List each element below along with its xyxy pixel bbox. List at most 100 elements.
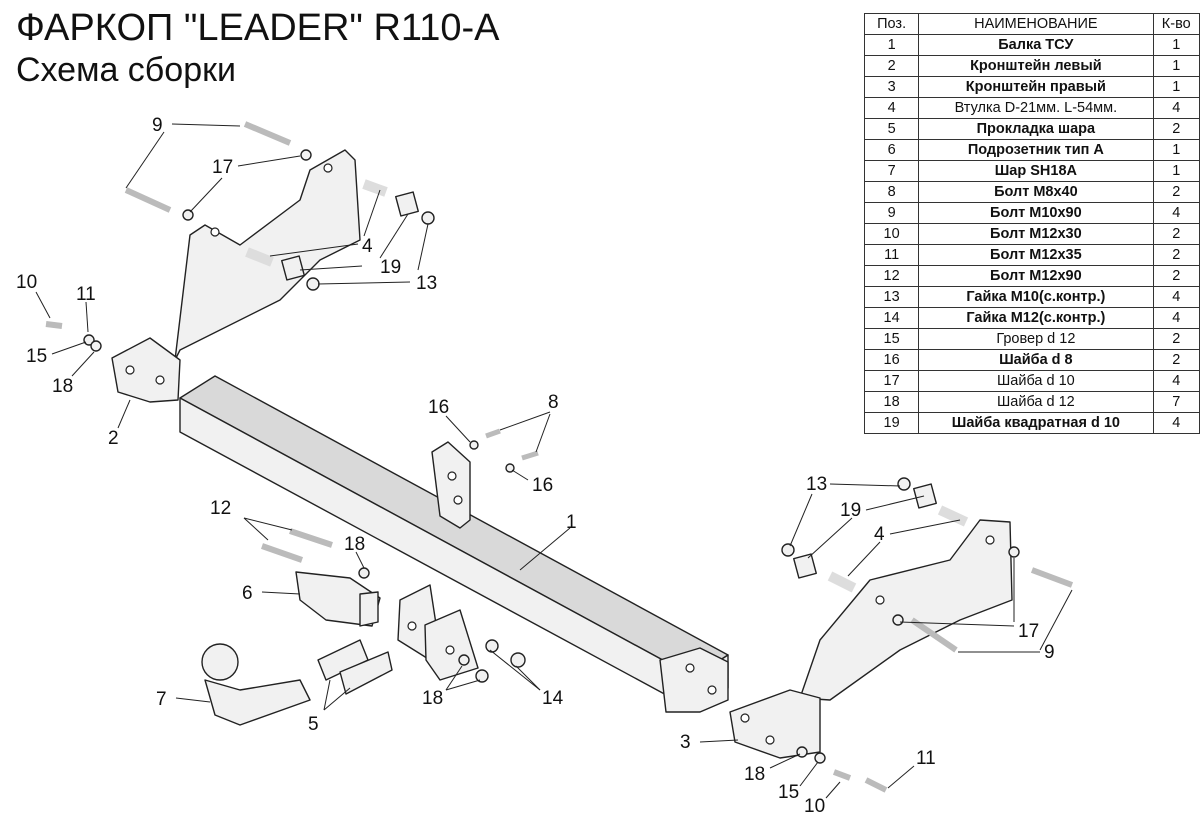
- cell-qty: 2: [1152, 265, 1200, 287]
- callout-16-top: 16: [428, 397, 449, 418]
- cell-pos: 8: [863, 181, 920, 203]
- callout-14: 14: [542, 688, 564, 709]
- callout-3: 3: [680, 732, 691, 753]
- cell-pos: 3: [863, 76, 920, 98]
- cell-qty: 2: [1152, 328, 1200, 350]
- cell-name: Болт М12х90: [918, 265, 1154, 287]
- callout-4-left: 4: [362, 236, 373, 257]
- cell-pos: 18: [863, 391, 920, 413]
- cell-pos: 9: [863, 202, 920, 224]
- header-qty: К-во: [1152, 13, 1200, 35]
- cell-qty: 4: [1152, 97, 1200, 119]
- callout-19-left: 19: [380, 257, 401, 278]
- cell-qty: 4: [1152, 202, 1200, 224]
- callout-5: 5: [308, 714, 319, 735]
- header-pos: Поз.: [863, 13, 920, 35]
- callout-12: 12: [210, 498, 231, 519]
- cell-pos: 5: [863, 118, 920, 140]
- diagram-subtitle: Схема сборки: [16, 51, 236, 89]
- cell-qty: 1: [1152, 139, 1200, 161]
- cell-pos: 13: [863, 286, 920, 308]
- beam-part: [179, 375, 729, 713]
- cell-pos: 10: [863, 223, 920, 245]
- cell-name: Шайба d 8: [918, 349, 1154, 371]
- callout-10-right: 10: [804, 796, 825, 817]
- table-header-row: Поз. НАИМЕНОВАНИЕ К-во: [863, 13, 1200, 35]
- callout-18-center: 18: [422, 688, 443, 709]
- cell-name: Гровер d 12: [918, 328, 1154, 350]
- callout-15-right: 15: [778, 782, 799, 803]
- callout-17-left: 17: [212, 157, 233, 178]
- diagram-title: ФАРКОП "LEADER" R110-A: [16, 7, 500, 49]
- cell-qty: 2: [1152, 118, 1200, 140]
- callout-labels: 9 17 4 19 13 10 11 15 18 2 16 8 16 1 12 …: [16, 115, 1055, 817]
- callout-19-right: 19: [840, 500, 861, 521]
- callout-9-left: 9: [152, 115, 163, 136]
- cell-qty: 7: [1152, 391, 1200, 413]
- cell-name: Балка ТСУ: [918, 34, 1154, 56]
- cell-qty: 4: [1152, 412, 1200, 434]
- callout-7: 7: [156, 689, 167, 710]
- right-bracket-part: [729, 519, 1013, 759]
- cell-name: Кронштейн левый: [918, 55, 1154, 77]
- cell-pos: 2: [863, 55, 920, 77]
- callout-10-left: 10: [16, 272, 37, 293]
- callout-17-right: 17: [1018, 621, 1039, 642]
- callout-8: 8: [548, 392, 559, 413]
- cell-name: Шайба d 12: [918, 391, 1154, 413]
- callout-4-right: 4: [874, 524, 885, 545]
- cell-qty: 1: [1152, 160, 1200, 182]
- cell-name: Болт М12х35: [918, 244, 1154, 266]
- callout-18-left: 18: [52, 376, 73, 397]
- callout-6: 6: [242, 583, 253, 604]
- cell-pos: 11: [863, 244, 920, 266]
- cell-pos: 6: [863, 139, 920, 161]
- cell-pos: 12: [863, 265, 920, 287]
- cell-qty: 2: [1152, 181, 1200, 203]
- ball-part: [201, 643, 311, 726]
- callout-18-right: 18: [744, 764, 765, 785]
- cell-name: Прокладка шара: [918, 118, 1154, 140]
- cell-name: Болт М12х30: [918, 223, 1154, 245]
- cell-pos: 19: [863, 412, 920, 434]
- cell-name: Втулка D-21мм. L-54мм.: [918, 97, 1154, 119]
- callout-1: 1: [566, 512, 577, 533]
- cell-pos: 4: [863, 97, 920, 119]
- callout-9-right: 9: [1044, 642, 1055, 663]
- bolts: [45, 121, 1074, 793]
- nuts-washers: [83, 149, 1020, 764]
- left-bracket-part: [111, 149, 361, 403]
- cell-qty: 4: [1152, 307, 1200, 329]
- header-name: НАИМЕНОВАНИЕ: [918, 13, 1154, 35]
- cell-name: Подрозетник тип А: [918, 139, 1154, 161]
- cell-name: Болт М8х40: [918, 181, 1154, 203]
- cell-qty: 2: [1152, 223, 1200, 245]
- callout-16-bottom: 16: [532, 475, 553, 496]
- cell-qty: 4: [1152, 370, 1200, 392]
- cell-pos: 15: [863, 328, 920, 350]
- callout-11-left: 11: [76, 284, 96, 305]
- socket-bracket-part: [295, 571, 381, 627]
- callout-2: 2: [108, 428, 119, 449]
- cell-name: Гайка М10(с.контр.): [918, 286, 1154, 308]
- callout-18-mid: 18: [344, 534, 365, 555]
- cell-qty: 1: [1152, 55, 1200, 77]
- callout-15-left: 15: [26, 346, 47, 367]
